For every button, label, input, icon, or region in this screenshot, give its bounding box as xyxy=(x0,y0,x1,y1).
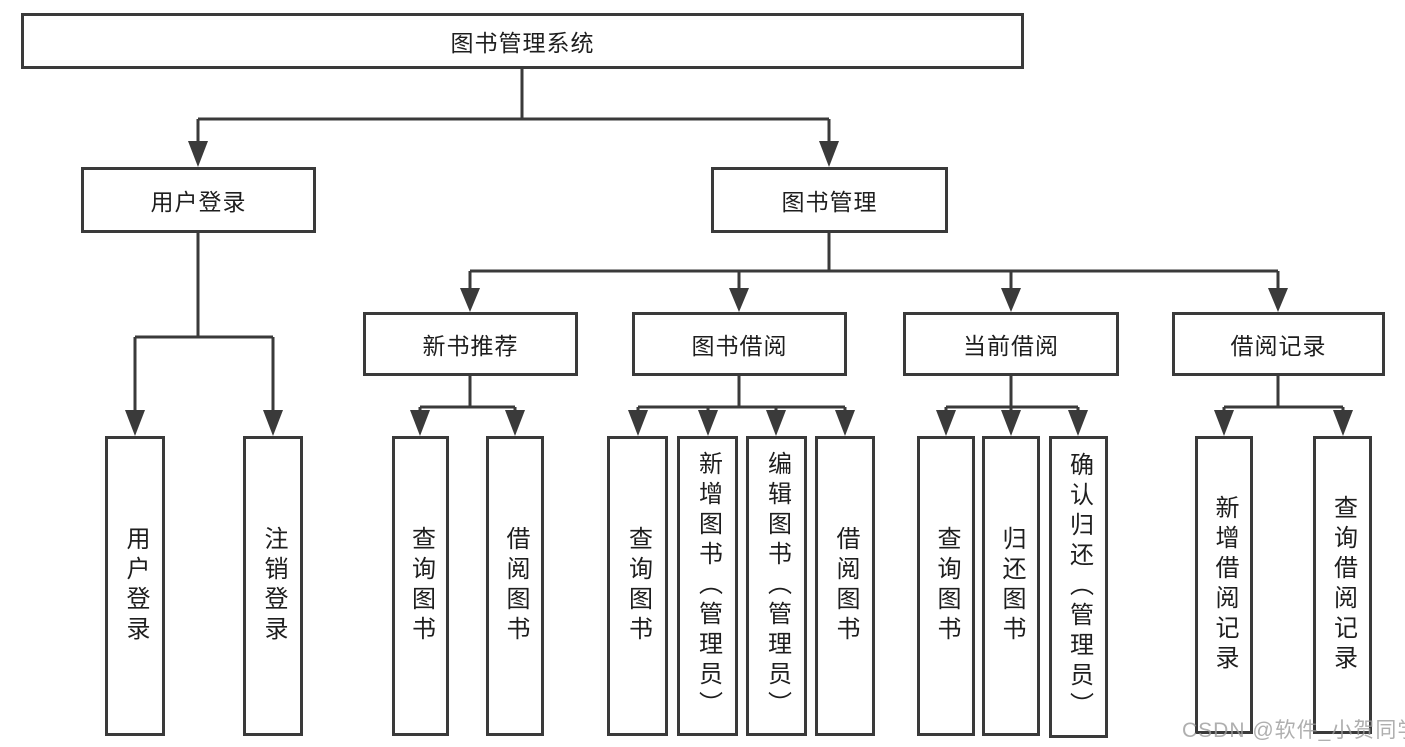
leaf-logout: 注销登录 xyxy=(243,436,303,736)
leaf-cb-return-book: 归还图书 xyxy=(982,436,1040,736)
node-user-login: 用户登录 xyxy=(81,167,316,233)
leaf-bb-borrow-book: 借阅图书 xyxy=(815,436,875,736)
leaf-cb-query-book-label: 查询图书 xyxy=(933,526,960,646)
leaf-nbr-borrow-book-label: 借阅图书 xyxy=(502,526,529,646)
node-user-login-label: 用户登录 xyxy=(150,189,247,215)
leaf-logout-label: 注销登录 xyxy=(260,526,287,646)
node-book-management-label: 图书管理 xyxy=(781,189,878,215)
watermark: CSDN @软件_小贺同学 xyxy=(1182,719,1405,742)
node-borrowing-records: 借阅记录 xyxy=(1172,312,1385,376)
arrowheads xyxy=(125,141,1353,436)
node-current-borrowing: 当前借阅 xyxy=(903,312,1119,376)
leaf-nbr-borrow-book: 借阅图书 xyxy=(486,436,544,736)
node-current-borrowing-label: 当前借阅 xyxy=(963,333,1059,359)
leaf-bb-edit-book-admin: 编辑图书（管理员） xyxy=(746,436,807,736)
leaf-bb-query-book-label: 查询图书 xyxy=(624,526,652,646)
leaf-br-add-record: 新增借阅记录 xyxy=(1195,436,1253,734)
node-new-book-recommend: 新书推荐 xyxy=(363,312,578,376)
leaf-cb-query-book: 查询图书 xyxy=(917,436,975,736)
leaf-bb-add-book-admin: 新增图书（管理员） xyxy=(677,436,738,736)
leaf-user-login-label: 用户登录 xyxy=(122,526,149,646)
leaf-bb-query-book: 查询图书 xyxy=(607,436,668,736)
leaf-br-add-record-label: 新增借阅记录 xyxy=(1211,495,1238,675)
node-root-label: 图书管理系统 xyxy=(450,30,595,56)
leaf-cb-confirm-return-admin-label: 确认归还（管理员） xyxy=(1065,452,1093,722)
leaf-nbr-query-book-label: 查询图书 xyxy=(407,526,435,646)
leaf-cb-return-book-label: 归还图书 xyxy=(998,526,1025,646)
node-book-management: 图书管理 xyxy=(711,167,948,233)
leaf-bb-add-book-admin-label: 新增图书（管理员） xyxy=(694,451,722,721)
leaf-nbr-query-book: 查询图书 xyxy=(392,436,449,736)
leaf-bb-borrow-book-label: 借阅图书 xyxy=(832,526,859,646)
node-new-book-recommend-label: 新书推荐 xyxy=(422,333,519,359)
leaf-bb-edit-book-admin-label: 编辑图书（管理员） xyxy=(763,451,791,721)
node-book-borrowing: 图书借阅 xyxy=(632,312,847,376)
node-borrowing-records-label: 借阅记录 xyxy=(1230,333,1327,359)
leaf-user-login: 用户登录 xyxy=(105,436,165,736)
leaf-br-query-record-label: 查询借阅记录 xyxy=(1329,495,1357,675)
leaf-cb-confirm-return-admin: 确认归还（管理员） xyxy=(1049,436,1108,738)
leaf-br-query-record: 查询借阅记录 xyxy=(1313,436,1372,734)
node-book-borrowing-label: 图书借阅 xyxy=(691,333,788,359)
node-root: 图书管理系统 xyxy=(21,13,1024,69)
